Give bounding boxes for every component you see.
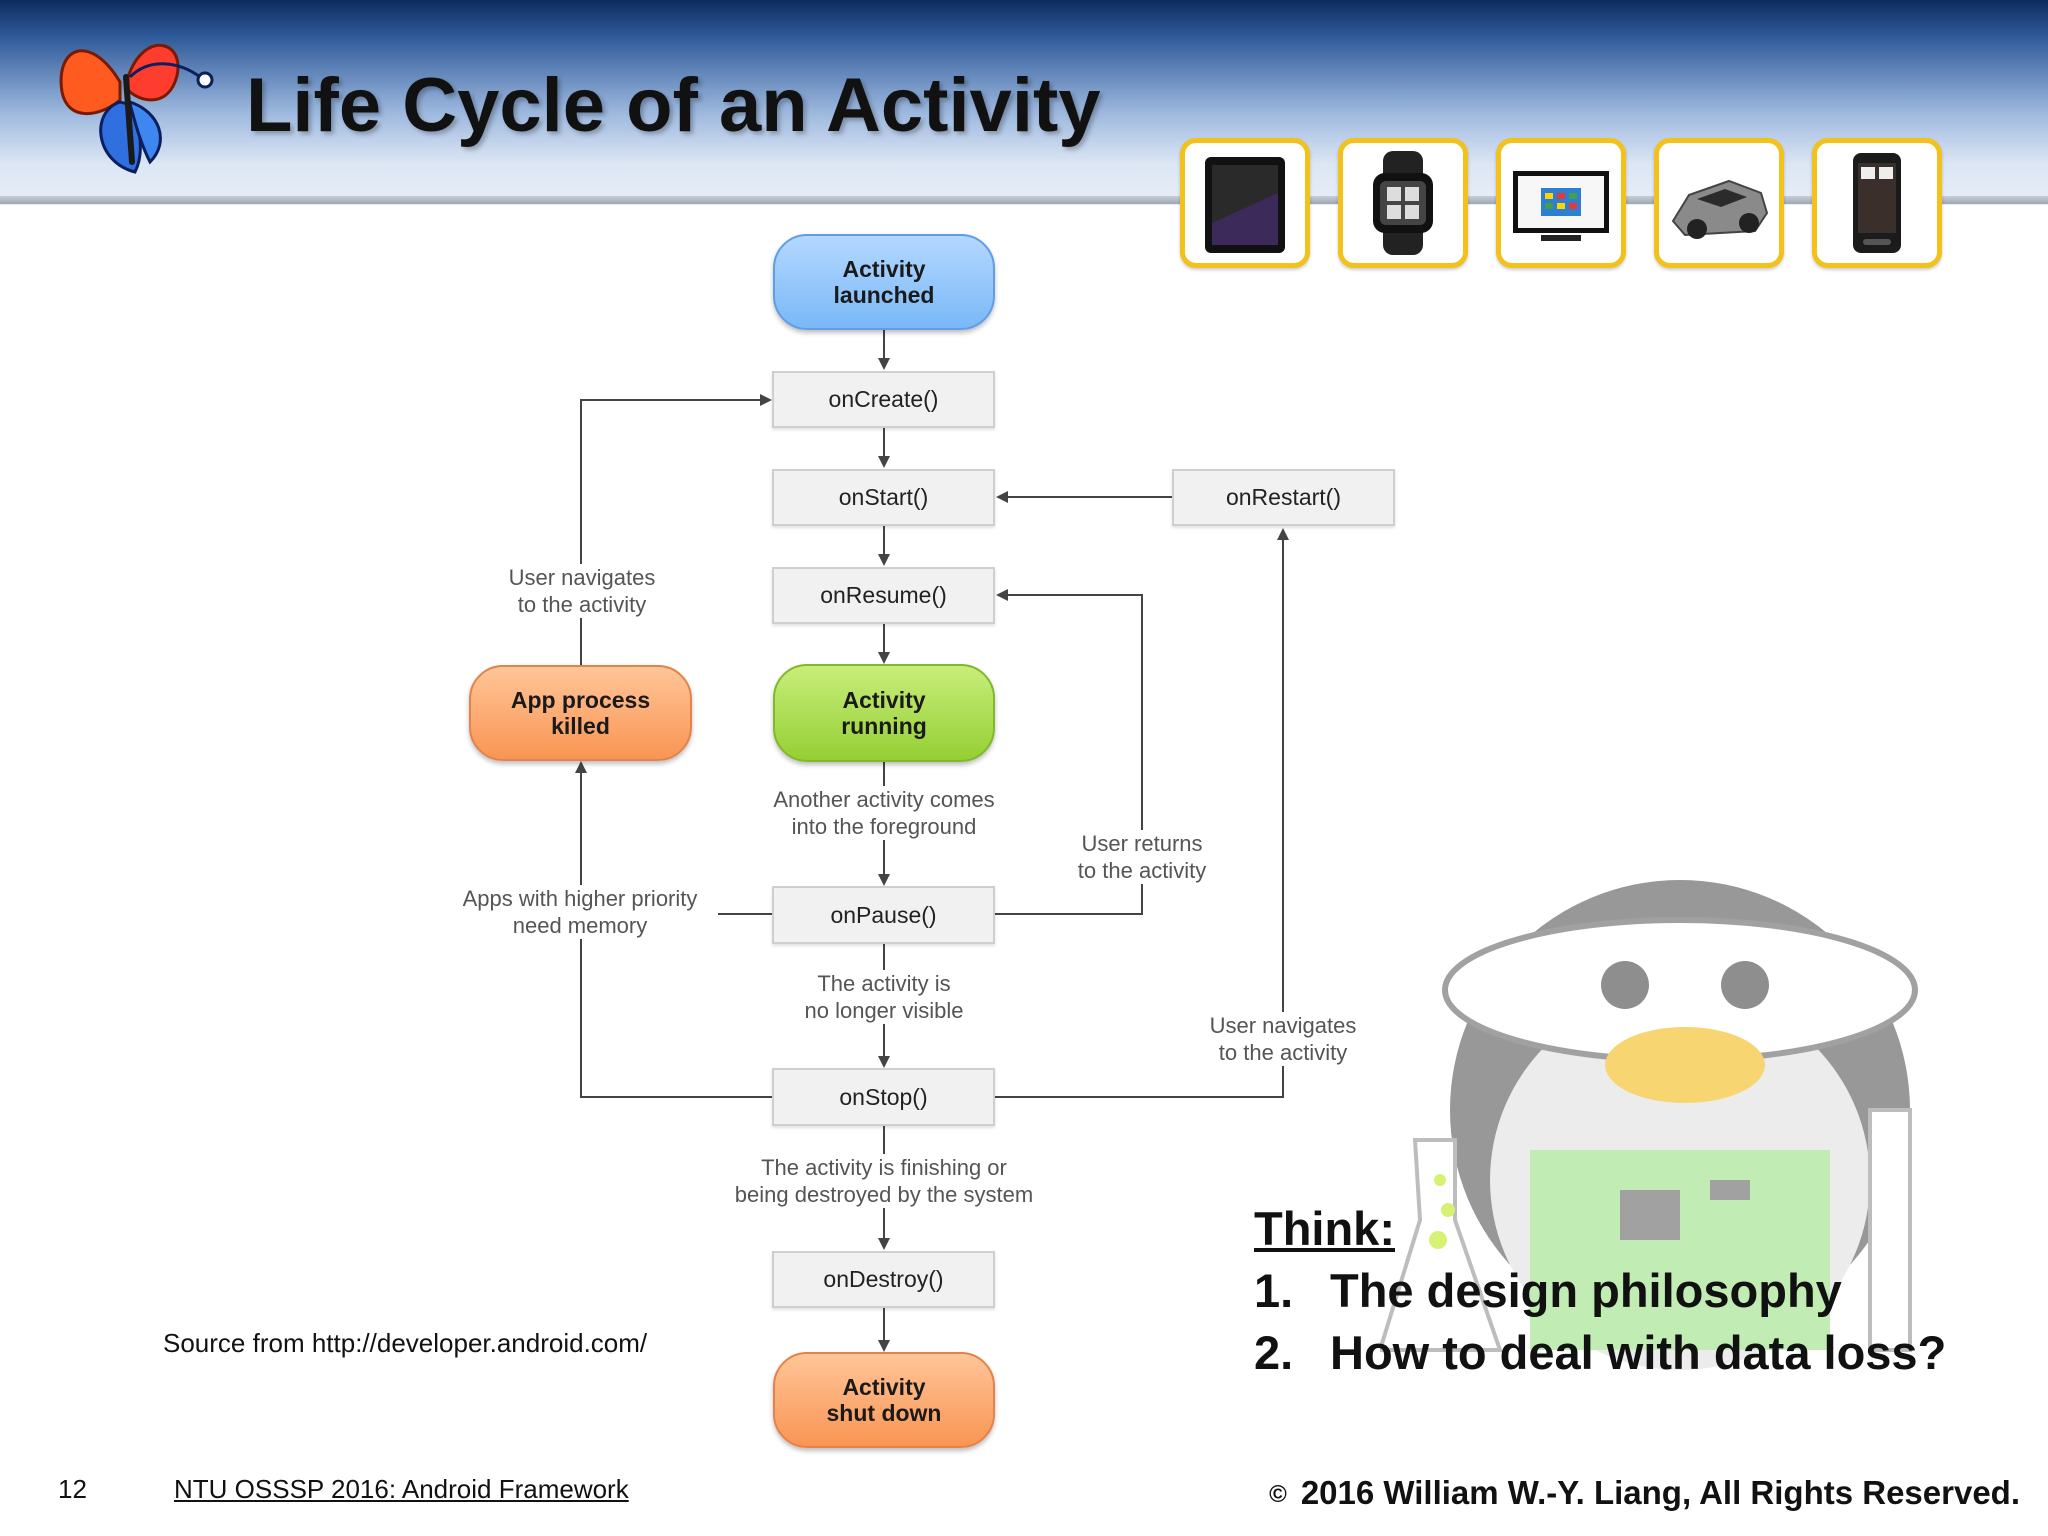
think-heading: Think: bbox=[1254, 1202, 1395, 1255]
source-note: Source from http://developer.android.com… bbox=[163, 1328, 648, 1358]
car-icon bbox=[1654, 138, 1784, 268]
method-ondestroy: onDestroy() bbox=[772, 1251, 995, 1308]
method-oncreate: onCreate() bbox=[772, 371, 995, 428]
butterfly-logo-icon bbox=[59, 43, 214, 174]
think-item: 2.How to deal with data loss? bbox=[1254, 1326, 1947, 1379]
think-item: 1.The design philosophy bbox=[1254, 1264, 1842, 1317]
method-onresume: onResume() bbox=[772, 567, 995, 624]
page-number: 12 bbox=[58, 1474, 87, 1504]
edge-onstop-killed bbox=[575, 761, 772, 1098]
header-divider bbox=[0, 196, 2048, 204]
method-onstop: onStop() bbox=[772, 1068, 995, 1126]
edge-onstop-onrestart bbox=[995, 528, 1289, 1098]
copyright-icon: © bbox=[1269, 1481, 1287, 1509]
smartwatch-icon bbox=[1338, 138, 1468, 268]
method-onrestart: onRestart() bbox=[1172, 469, 1395, 526]
tablet-icon bbox=[1180, 138, 1310, 268]
device-icon-row bbox=[1180, 138, 1970, 270]
course-title: NTU OSSSP 2016: Android Framework bbox=[174, 1474, 629, 1504]
think-box: Think: 1.The design philosophy 2.How to … bbox=[1254, 1198, 1946, 1384]
method-onpause: onPause() bbox=[772, 886, 995, 944]
copyright: ©2016 William W.-Y. Liang, All Rights Re… bbox=[1269, 1474, 2020, 1511]
method-onstart: onStart() bbox=[772, 469, 995, 526]
tv-icon bbox=[1496, 138, 1626, 268]
edge-killed-oncreate bbox=[580, 394, 772, 665]
penguin-mascot-icon bbox=[1380, 880, 1918, 1370]
phone-icon bbox=[1812, 138, 1942, 268]
slide-title: Life Cycle of an Activity bbox=[246, 63, 1101, 148]
edge-onpause-onresume bbox=[995, 589, 1143, 915]
